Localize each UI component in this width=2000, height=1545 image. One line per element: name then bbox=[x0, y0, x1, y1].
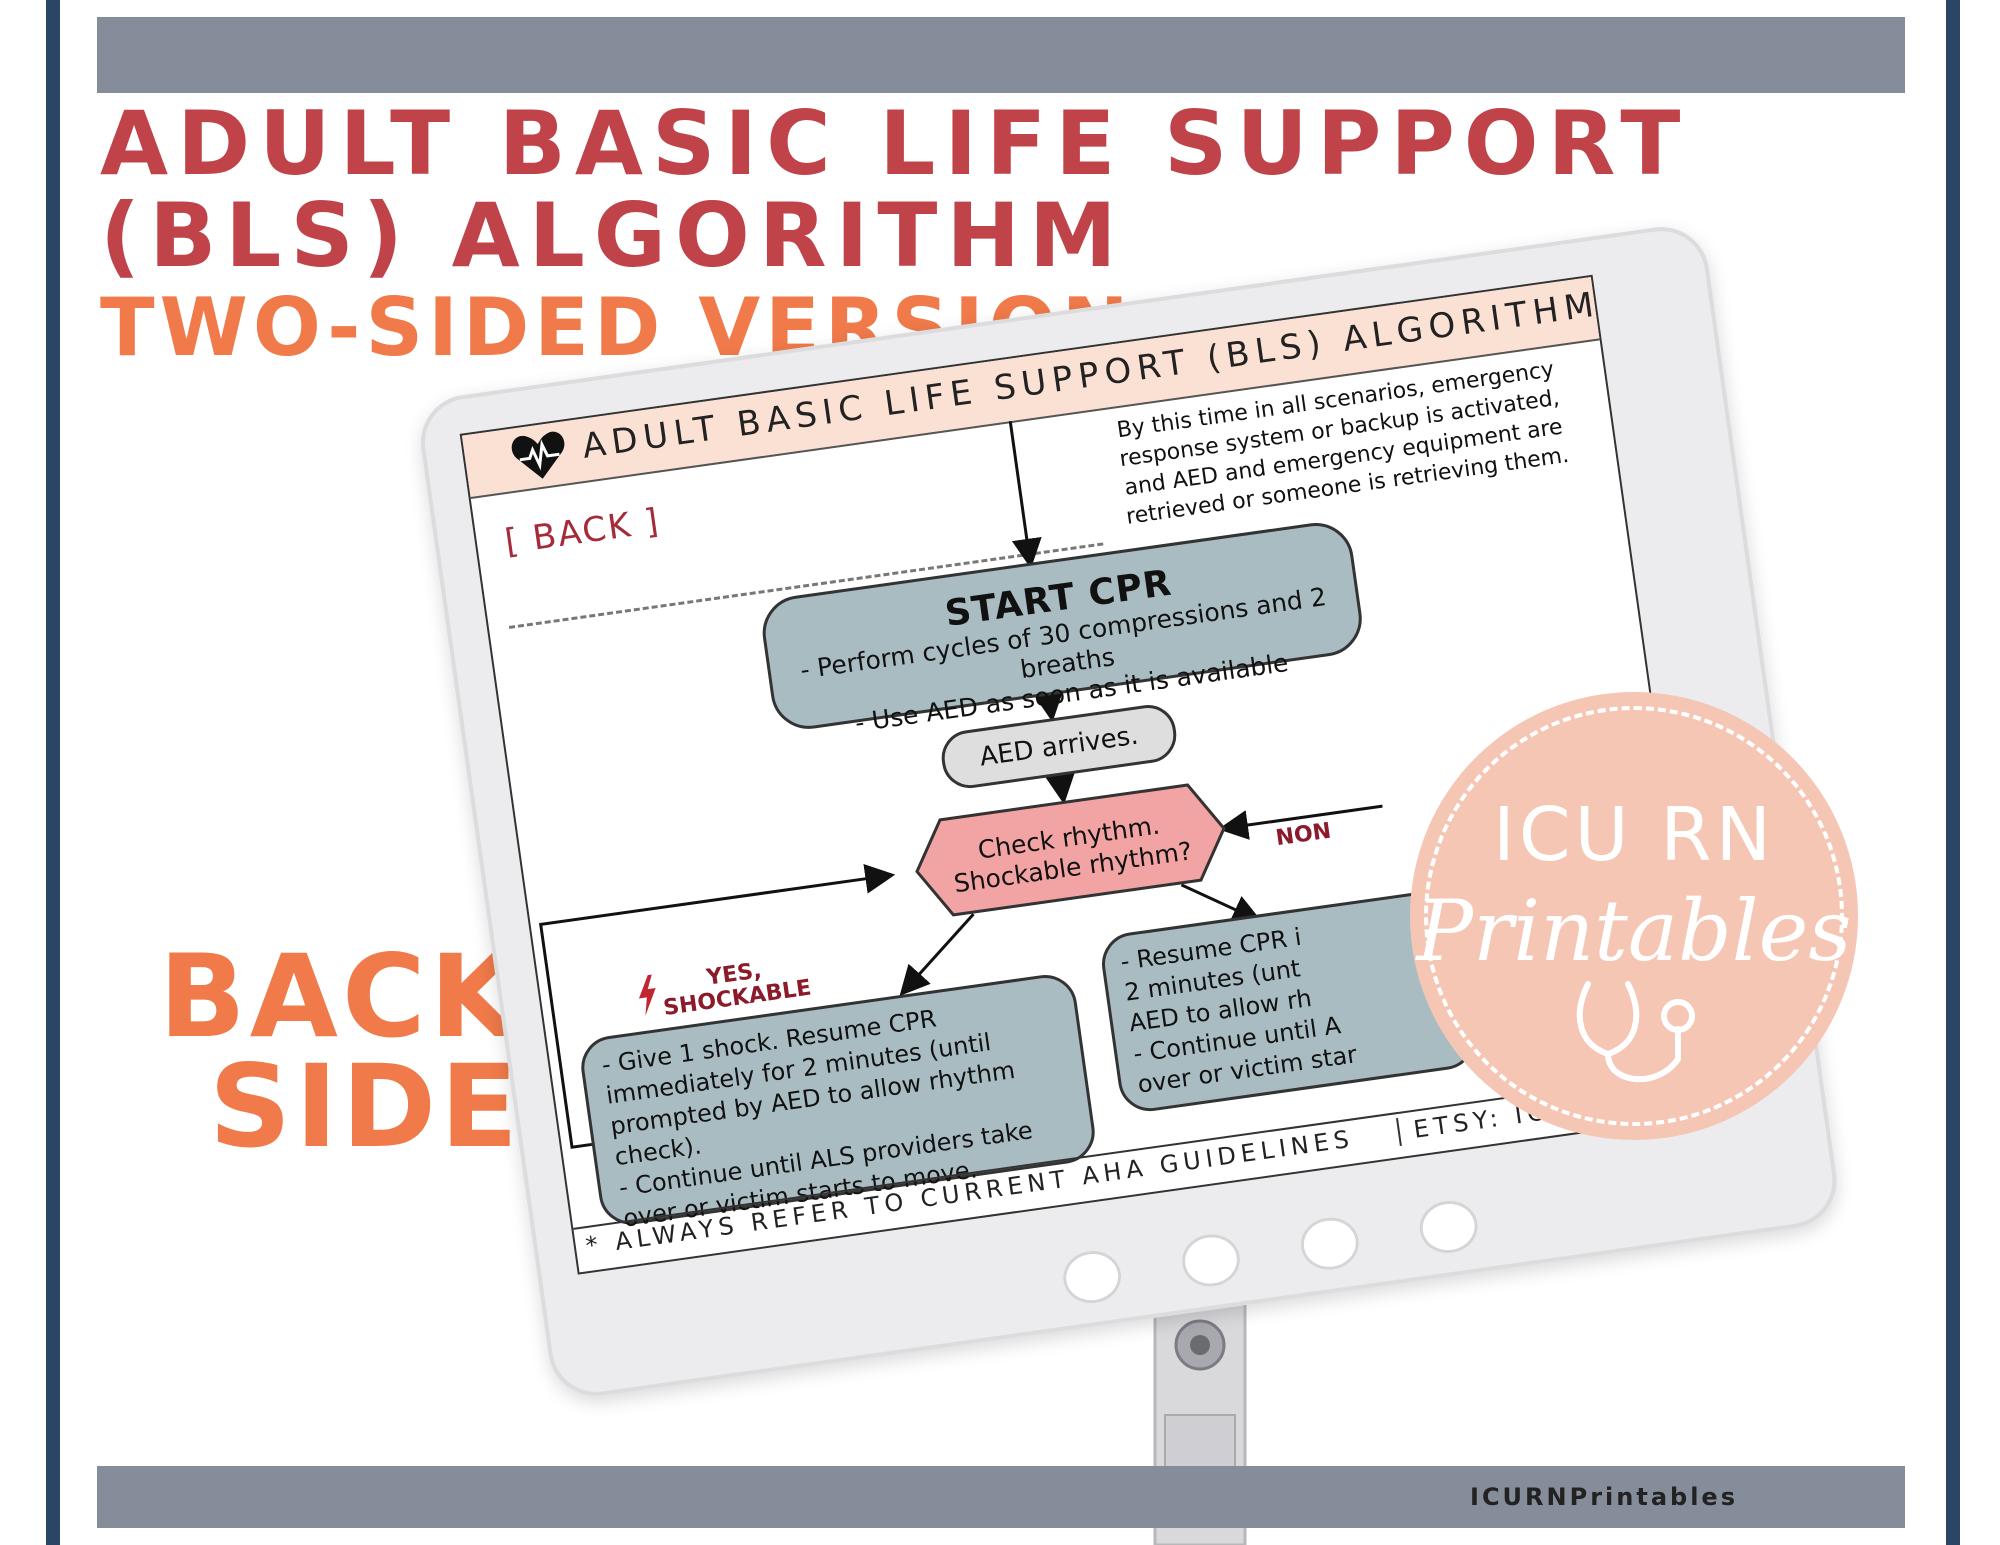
side-label-line2: SIDE bbox=[208, 1040, 522, 1173]
frame-left-border bbox=[46, 0, 60, 1545]
badge-dashed-ring bbox=[1424, 706, 1844, 1126]
side-label-line1: BACK bbox=[158, 930, 522, 1063]
badge-line1: ICU RN bbox=[1493, 792, 1775, 878]
title-line-1: ADULT BASIC LIFE SUPPORT bbox=[100, 92, 1690, 195]
footer-brand: ICURNPrintables bbox=[1470, 1483, 1738, 1511]
algorithm-card: ADULT BASIC LIFE SUPPORT (BLS) ALGORITHM… bbox=[459, 274, 1711, 1275]
frame-right-border bbox=[1946, 0, 1960, 1545]
card-header: ADULT BASIC LIFE SUPPORT (BLS) ALGORITHM bbox=[461, 276, 1602, 500]
lightning-icon bbox=[638, 974, 656, 1016]
title-line-2: (BLS) ALGORITHM bbox=[100, 184, 1126, 287]
heartbeat-icon bbox=[511, 431, 565, 479]
bottom-banner-bar bbox=[97, 1466, 1905, 1528]
badge-line2: Printables bbox=[1416, 882, 1852, 980]
badge-card: ADULT BASIC LIFE SUPPORT (BLS) ALGORITHM… bbox=[414, 218, 1866, 1422]
top-banner-bar bbox=[97, 17, 1905, 93]
flow-arrows bbox=[539, 420, 1383, 1149]
stethoscope-icon bbox=[1576, 981, 1695, 1083]
check-rhythm-hexagon bbox=[915, 783, 1226, 917]
brand-badge: ICU RN Printables bbox=[1410, 692, 1858, 1140]
